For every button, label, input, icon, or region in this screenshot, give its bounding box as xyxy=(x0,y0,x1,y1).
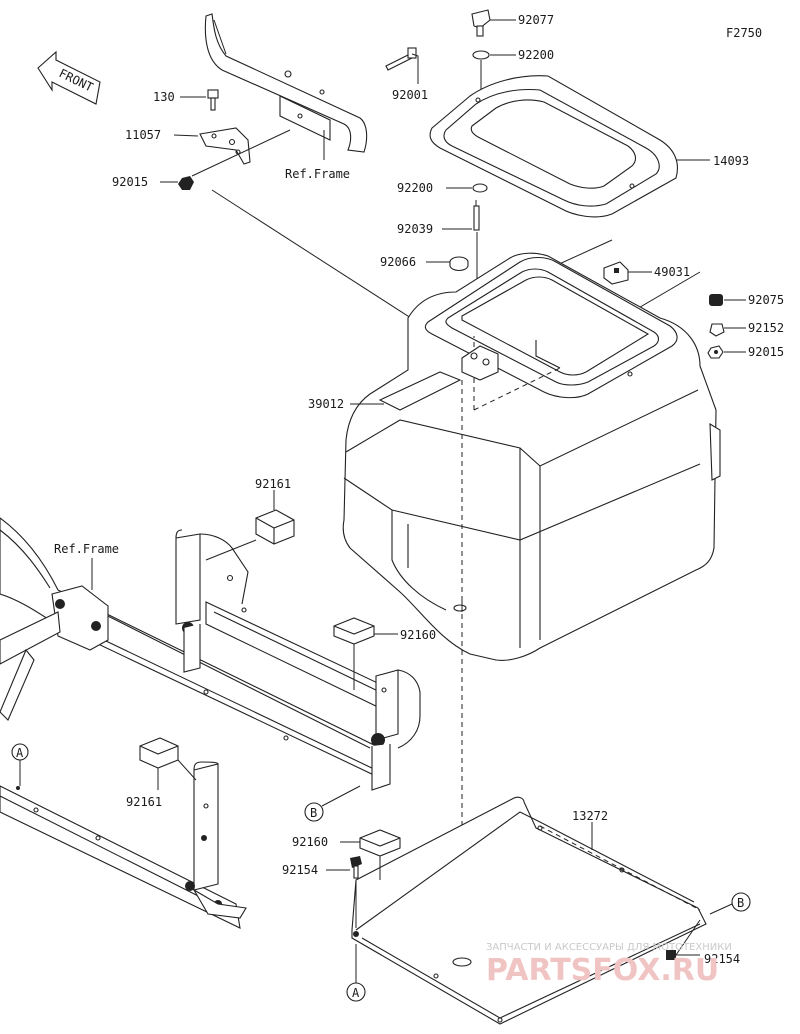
label-92001: 92001 xyxy=(392,88,428,102)
nut-92015-right xyxy=(707,345,724,359)
latch-49031 xyxy=(603,261,629,285)
pad-92161-lower xyxy=(139,737,179,769)
label-92200-top: 92200 xyxy=(518,48,554,62)
svg-text:A: A xyxy=(16,746,24,760)
label-92075: 92075 xyxy=(748,293,784,307)
ref-frame-label-lower: Ref.Frame xyxy=(54,542,119,556)
nut-92015-top xyxy=(178,176,194,190)
label-39012: 39012 xyxy=(308,397,344,411)
label-92161-upper: 92161 xyxy=(255,477,291,491)
bracket-11057 xyxy=(199,127,251,165)
lower-frame xyxy=(0,517,421,929)
callout-b-mid: B xyxy=(304,785,361,822)
pin-92039 xyxy=(473,200,480,231)
upper-frame-rail: Ref.Frame xyxy=(204,13,368,181)
callout-a-left: A xyxy=(11,743,29,786)
grommet-92075 xyxy=(709,294,723,306)
svg-text:B: B xyxy=(737,896,744,910)
label-11057: 11057 xyxy=(125,128,161,142)
skid-plate-13272 xyxy=(351,796,707,1025)
figure-code: F2750 xyxy=(726,26,762,40)
washer-92200-top xyxy=(472,50,490,60)
bolt-92001 xyxy=(385,47,419,84)
washer-92200-lower xyxy=(472,183,488,193)
label-92066: 92066 xyxy=(380,255,416,269)
label-130: 130 xyxy=(153,90,175,104)
svg-text:B: B xyxy=(310,806,317,820)
pad-92160-lower xyxy=(359,829,401,857)
label-13272: 13272 xyxy=(572,809,608,823)
cap-92066 xyxy=(449,256,469,272)
bolt-92154-right xyxy=(666,950,700,960)
svg-text:PARTSFOX.RU: PARTSFOX.RU xyxy=(486,953,719,988)
bolt-130 xyxy=(207,89,219,111)
label-92154-left: 92154 xyxy=(282,863,318,877)
label-92039: 92039 xyxy=(397,222,433,236)
front-arrow-icon: FRONT xyxy=(37,50,101,105)
label-92152: 92152 xyxy=(748,321,784,335)
label-92200-lower: 92200 xyxy=(397,181,433,195)
key-92077 xyxy=(471,9,491,37)
svg-text:A: A xyxy=(352,986,360,1000)
callout-b-right: B xyxy=(709,892,751,915)
svg-text:ЗАПЧАСТИ И АКСЕССУАРЫ ДЛЯ МОТО: ЗАПЧАСТИ И АКСЕССУАРЫ ДЛЯ МОТОТЕХНИКИ xyxy=(486,942,732,953)
callout-a-bottom: A xyxy=(346,944,366,1002)
label-92015-top: 92015 xyxy=(112,175,148,189)
label-92160-mid: 92160 xyxy=(400,628,436,642)
label-92077: 92077 xyxy=(518,13,554,27)
watermark-logo: ЗАПЧАСТИ И АКСЕССУАРЫ ДЛЯ МОТОТЕХНИКИ PA… xyxy=(486,942,732,988)
label-49031: 49031 xyxy=(654,265,690,279)
label-92160-lower: 92160 xyxy=(292,835,328,849)
label-92154-right: 92154 xyxy=(704,952,740,966)
label-14093: 14093 xyxy=(713,154,749,168)
bolt-92154-left xyxy=(350,856,362,879)
lid-14093 xyxy=(429,75,678,218)
ref-frame-label-top: Ref.Frame xyxy=(285,167,350,181)
label-92015-right: 92015 xyxy=(748,345,784,359)
pad-92161-upper xyxy=(255,509,295,545)
washer-92152 xyxy=(709,323,725,337)
pad-92160-mid xyxy=(333,617,375,645)
storage-box-39012 xyxy=(342,252,721,661)
label-92161-lower: 92161 xyxy=(126,795,162,809)
